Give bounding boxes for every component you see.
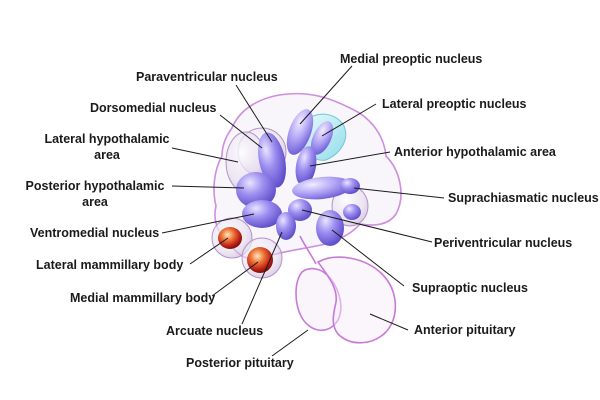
label-ventromedial: Ventromedial nucleus	[30, 226, 160, 240]
anterior-hypothalamic-structure	[295, 146, 317, 186]
leader-medial-mammillary	[211, 261, 259, 297]
label-lateral-hypothalamic-line2: area	[94, 148, 120, 162]
leader-posterior-pituitary	[271, 329, 309, 357]
leader-lateral-preoptic	[321, 103, 377, 137]
leader-medial-preoptic	[299, 65, 353, 125]
leader-posterior-hypothalamic	[171, 185, 245, 189]
supraoptic-structure	[316, 210, 344, 246]
leader-lines	[161, 65, 445, 357]
medial-mammillary-body	[247, 247, 273, 273]
label-paraventricular: Paraventricular nucleus	[136, 70, 278, 84]
leader-lateral-hypothalamic	[171, 147, 239, 163]
anterior-pituitary	[316, 256, 397, 344]
label-periventricular: Periventricular nucleus	[434, 236, 573, 250]
leader-paraventricular	[235, 84, 273, 143]
leader-lateral-mammillary	[189, 237, 229, 265]
leader-arcuate	[241, 231, 283, 325]
leader-anterior-hypothalamic	[309, 151, 391, 167]
leader-supraoptic	[331, 229, 405, 287]
label-medial-preoptic: Medial preoptic nucleus	[340, 52, 483, 66]
label-lateral-hypothalamic-line1: Lateral hypothalamic	[44, 132, 170, 146]
label-lateral-preoptic: Lateral preoptic nucleus	[382, 97, 527, 111]
label-dorsomedial: Dorsomedial nucleus	[90, 101, 217, 115]
paraventricular-structure	[258, 132, 286, 188]
label-posterior-pituitary: Posterior pituitary	[186, 356, 294, 370]
lateral-mammillary-body	[218, 227, 242, 249]
leader-dorsomedial	[219, 114, 263, 149]
label-anterior-pituitary: Anterior pituitary	[414, 323, 516, 337]
suprachiasmatic-small-structure	[340, 178, 360, 194]
label-medial-mammillary: Medial mammillary body	[70, 291, 216, 305]
label-lateral-mammillary: Lateral mammillary body	[36, 258, 184, 272]
label-posterior-hypothalamic: Posterior hypothalamic area	[20, 178, 170, 210]
label-posterior-hypothalamic-line2: area	[82, 195, 108, 209]
label-lateral-hypothalamic: Lateral hypothalamic area	[32, 131, 182, 163]
suprachiasmatic-structure	[292, 176, 352, 200]
leader-periventricular	[301, 209, 433, 243]
arcuate-structure	[276, 212, 296, 240]
periventricular-structure	[288, 199, 312, 221]
label-suprachiasmatic: Suprachiasmatic nucleus	[448, 191, 599, 205]
label-supraoptic: Supraoptic nucleus	[412, 281, 528, 295]
leader-anterior-pituitary	[369, 313, 409, 331]
ventromedial-structure	[242, 200, 282, 228]
leader-suprachiasmatic	[353, 187, 445, 199]
pituitary-stalk	[299, 235, 317, 265]
small-nucleus-structure	[343, 204, 361, 220]
lateral-preoptic-structure	[310, 121, 334, 155]
label-posterior-hypothalamic-line1: Posterior hypothalamic	[25, 179, 165, 193]
posterior-hypothalamic-structure	[236, 172, 276, 208]
label-arcuate: Arcuate nucleus	[166, 324, 264, 338]
label-anterior-hypothalamic: Anterior hypothalamic area	[394, 145, 556, 159]
medial-preoptic-structure	[286, 109, 314, 155]
leader-ventromedial	[161, 213, 255, 234]
